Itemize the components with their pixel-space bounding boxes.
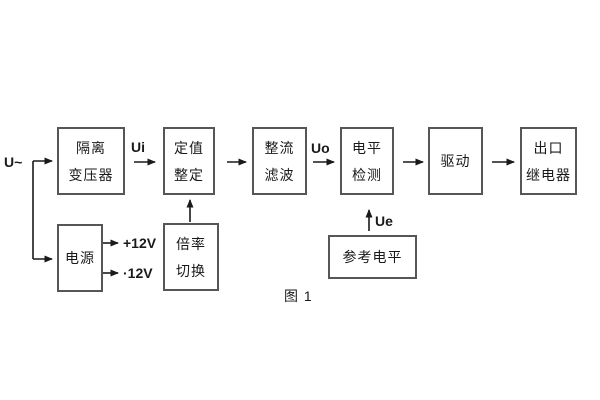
block-label: 整定: [174, 166, 204, 183]
block-label: 驱动: [440, 153, 471, 169]
block-label: 定值: [174, 139, 204, 156]
block-rectifier-filter: 整流 滤波: [252, 127, 307, 195]
block-label: 电源: [65, 250, 95, 266]
block-reference-level: 参考电平: [328, 235, 417, 279]
label-rail-pos: +12V: [123, 235, 157, 251]
block-label: 整流: [264, 139, 295, 156]
label-ui: Ui: [131, 139, 145, 155]
block-output-relay: 出口 继电器: [520, 127, 577, 195]
block-label: 电平: [352, 139, 382, 156]
label-input-u: U~: [4, 154, 23, 170]
block-label: 变压器: [68, 166, 114, 183]
block-label: 隔离: [76, 139, 106, 156]
block-power-supply: 电源: [57, 224, 103, 292]
block-driver: 驱动: [428, 127, 483, 195]
label-ue: Ue: [375, 213, 393, 229]
figure-caption: 图 1: [284, 288, 313, 304]
block-label: 切换: [176, 262, 206, 279]
block-level-detection: 电平 检测: [340, 127, 394, 195]
block-isolation-transformer: 隔离 变压器: [57, 127, 125, 195]
block-label: 出口: [533, 139, 564, 156]
block-setpoint-setting: 定值 整定: [163, 127, 215, 195]
block-label: 滤波: [264, 166, 295, 183]
block-label: 检测: [352, 166, 382, 183]
label-uo: Uo: [311, 140, 330, 156]
block-label: 参考电平: [342, 249, 403, 265]
block-label: 继电器: [526, 166, 571, 183]
block-ratio-switching: 倍率 切换: [163, 223, 219, 291]
label-rail-neg: ·12V: [123, 265, 153, 281]
block-label: 倍率: [176, 235, 206, 252]
